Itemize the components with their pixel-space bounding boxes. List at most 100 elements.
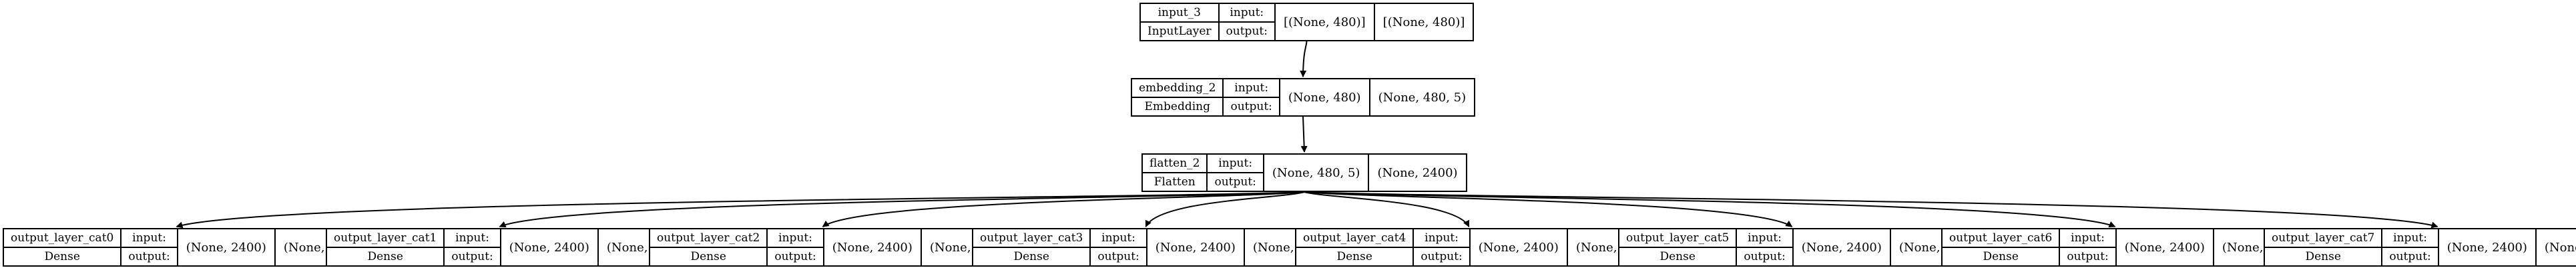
input-shape: (None, 2400) (501, 229, 599, 265)
input-shape: (None, 2400) (178, 229, 276, 265)
input-label: input: (2393, 231, 2427, 245)
io-label-column: input: output: (121, 229, 178, 265)
node-output_layer_cat1: output_layer_cat1 Dense input: output: (… (326, 228, 674, 267)
node-output_layer_cat4: output_layer_cat4 Dense input: output: (… (1295, 228, 1643, 267)
io-label-column: input: output: (1208, 155, 1264, 191)
edge-flatten_2-to-cat7 (1304, 191, 2438, 229)
layer-type: Dense (650, 247, 767, 265)
io-label-column: input: output: (1737, 229, 1794, 265)
output-label: output: (121, 247, 177, 265)
io-label-column: input: output: (1219, 4, 1276, 40)
layer-name: output_layer_cat2 (657, 231, 760, 245)
layer-name: output_layer_cat6 (1949, 231, 2053, 245)
layer-type: InputLayer (1141, 21, 1218, 40)
input-label: input: (1230, 6, 1264, 19)
io-label-column: input: output: (2382, 229, 2439, 265)
input-label: input: (1748, 231, 1782, 245)
layer-name: output_layer_cat3 (980, 231, 1083, 245)
io-label-column: input: output: (2060, 229, 2117, 265)
input-shape: (None, 2400) (2117, 229, 2214, 265)
layer-type: Dense (2265, 247, 2382, 265)
edge-flatten_2-to-cat4 (1304, 191, 1470, 227)
edge-input_3-to-embedding_2 (1300, 41, 1308, 77)
layer-label-column: embedding_2 Embedding (1132, 79, 1224, 115)
layer-type: Dense (327, 247, 444, 265)
io-label-column: input: output: (445, 229, 501, 265)
edge-flatten_2-to-cat5 (1304, 191, 1793, 227)
edge-embedding_2-to-flatten_2 (1300, 116, 1308, 153)
output-label: output: (2060, 247, 2115, 265)
output-label: output: (1737, 247, 1792, 265)
layer-label-column: input_3 InputLayer (1141, 4, 1220, 40)
layer-name: output_layer_cat0 (11, 231, 114, 245)
layer-type: Dense (1296, 247, 1413, 265)
input-label: input: (778, 231, 812, 245)
layer-name: output_layer_cat7 (2272, 231, 2375, 245)
input-label: input: (1234, 81, 1269, 95)
layer-name: input_3 (1157, 6, 1201, 19)
input-shape: (None, 2400) (824, 229, 922, 265)
output-label: output: (1091, 247, 1146, 265)
layer-label-column: output_layer_cat3 Dense (973, 229, 1091, 265)
input-label: input: (455, 231, 489, 245)
output-shape: (None, 2400) (1377, 165, 1458, 180)
output-shape: (None, 480, 5) (1378, 90, 1467, 105)
layer-name: output_layer_cat1 (334, 231, 437, 245)
layer-type: Dense (973, 247, 1090, 265)
input-shape: [(None, 480)] (1276, 4, 1375, 40)
layer-label-column: output_layer_cat7 Dense (2265, 229, 2383, 265)
input-shape: (None, 480) (1280, 79, 1370, 115)
input-shape: (None, 2400) (1794, 229, 1891, 265)
input-label: input: (132, 231, 166, 245)
output-label: output: (1414, 247, 1469, 265)
node-flatten_2: flatten_2 Flatten input: output: (None, … (1141, 153, 1467, 192)
layer-name: output_layer_cat4 (1303, 231, 1406, 245)
input-label: input: (2071, 231, 2105, 245)
edge-flatten_2-to-cat0 (176, 191, 1305, 229)
node-embedding_2: embedding_2 Embedding input: output: (No… (1131, 78, 1476, 117)
layer-name: flatten_2 (1149, 157, 1200, 170)
layer-name: embedding_2 (1139, 81, 1216, 95)
input-label: input: (1218, 157, 1253, 170)
input-label: input: (1425, 231, 1459, 245)
edge-flatten_2-to-cat1 (499, 191, 1305, 228)
output-label: output: (2382, 247, 2438, 265)
output-label: output: (1208, 172, 1263, 191)
input-shape: (None, 2400) (1471, 229, 1568, 265)
layer-type: Dense (1619, 247, 1736, 265)
node-output_layer_cat7: output_layer_cat7 Dense input: output: (… (2264, 228, 2576, 267)
layer-name: output_layer_cat5 (1626, 231, 1730, 245)
output-label: output: (445, 247, 500, 265)
input-shape: (None, 480, 5) (1264, 155, 1370, 191)
input-shape: (None, 2400) (1147, 229, 1245, 265)
node-output_layer_cat6: output_layer_cat6 Dense input: output: (… (1941, 228, 2289, 267)
io-label-column: input: output: (1224, 79, 1280, 115)
edge-flatten_2-to-cat6 (1304, 191, 2116, 228)
io-label-column: input: output: (1091, 229, 1147, 265)
layer-type: Dense (4, 247, 121, 265)
node-output_layer_cat0: output_layer_cat0 Dense input: output: (… (3, 228, 350, 267)
layer-label-column: output_layer_cat0 Dense (4, 229, 122, 265)
output-shape: (None, 3) (2544, 240, 2576, 255)
layer-label-column: output_layer_cat2 Dense (650, 229, 768, 265)
layer-label-column: output_layer_cat6 Dense (1943, 229, 2061, 265)
node-input_3: input_3 InputLayer input: output: [(None… (1139, 3, 1475, 41)
io-label-column: input: output: (768, 229, 824, 265)
layer-type: Dense (1943, 247, 2059, 265)
layer-label-column: output_layer_cat4 Dense (1296, 229, 1414, 265)
output-label: output: (1224, 97, 1279, 115)
node-output_layer_cat5: output_layer_cat5 Dense input: output: (… (1618, 228, 1966, 267)
layer-label-column: output_layer_cat1 Dense (327, 229, 445, 265)
output-label: output: (768, 247, 823, 265)
input-shape: (None, 2400) (2439, 229, 2537, 265)
node-output_layer_cat3: output_layer_cat3 Dense input: output: (… (972, 228, 1320, 267)
layer-type: Flatten (1143, 172, 1207, 191)
io-label-column: input: output: (1414, 229, 1471, 265)
node-output_layer_cat2: output_layer_cat2 Dense input: output: (… (649, 228, 997, 267)
layer-type: Embedding (1132, 97, 1223, 115)
layer-label-column: output_layer_cat5 Dense (1619, 229, 1738, 265)
output-label: output: (1219, 21, 1274, 40)
layer-label-column: flatten_2 Flatten (1143, 155, 1208, 191)
output-shape: [(None, 480)] (1382, 15, 1465, 29)
